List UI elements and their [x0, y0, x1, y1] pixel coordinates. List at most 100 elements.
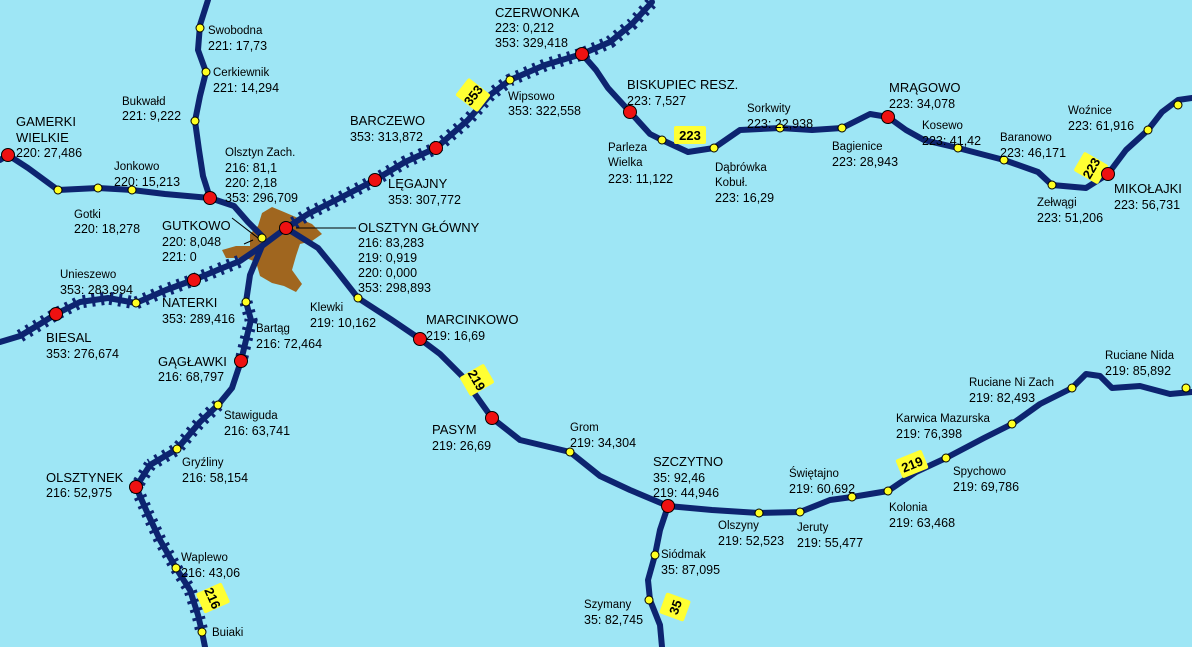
station-name: Spychowo	[953, 466, 1006, 478]
station-name: Unieszewo	[60, 269, 116, 281]
station-km: 219: 44,946	[653, 486, 719, 500]
station-km: 220: 27,486	[16, 146, 82, 160]
station-km: 220: 0,000	[358, 266, 417, 280]
station-name: WIELKIE	[16, 130, 69, 145]
station-marker-buiaki[interactable]	[197, 627, 207, 637]
station-marker-kolonia[interactable]	[883, 486, 893, 496]
station-name: Gryźliny	[182, 457, 224, 469]
station-marker-gryzliny[interactable]	[172, 444, 182, 454]
station-name: Stawiguda	[224, 410, 278, 422]
station-marker-cerkiewnik[interactable]	[201, 67, 211, 77]
station-km: 220: 18,278	[74, 222, 140, 236]
station-marker-jonkowo[interactable]	[93, 183, 103, 193]
station-km: 219: 34,304	[570, 436, 636, 450]
station-marker-ruciane-nida[interactable]	[1181, 383, 1191, 393]
station-km: 223: 7,527	[627, 94, 686, 108]
station-marker-bagienice[interactable]	[837, 123, 847, 133]
station-marker-swobodna[interactable]	[195, 23, 205, 33]
station-km: 223: 56,731	[1114, 198, 1180, 212]
station-marker-olsztynek[interactable]	[129, 480, 143, 494]
station-marker-pasym[interactable]	[485, 411, 499, 425]
station-km: 216: 63,741	[224, 424, 290, 438]
station-km: 219: 55,477	[797, 536, 863, 550]
station-marker-zelwagi[interactable]	[1047, 180, 1057, 190]
station-km: 216: 81,1	[225, 161, 277, 175]
station-name: Kosewo	[922, 120, 963, 132]
station-marker-olsztyn-zach[interactable]	[203, 191, 217, 205]
station-km: 353: 298,893	[358, 281, 431, 295]
leader-lines	[231, 217, 356, 245]
station-km: 221: 14,294	[213, 81, 279, 95]
station-name: Woźnice	[1068, 105, 1112, 117]
station-name: Dąbrówka	[715, 162, 767, 174]
station-marker-dabrowka[interactable]	[709, 143, 719, 153]
station-name: Klewki	[310, 302, 343, 314]
station-km: 220: 8,048	[162, 235, 221, 249]
station-marker-east-edge[interactable]	[1173, 100, 1183, 110]
station-marker-grom[interactable]	[565, 447, 575, 457]
station-marker-parleza[interactable]	[657, 135, 667, 145]
station-marker-gamerki[interactable]	[1, 148, 15, 162]
route-badge-223-a: 223	[674, 126, 706, 144]
station-marker-marcinkowo[interactable]	[413, 332, 427, 346]
station-km: 35: 92,46	[653, 471, 705, 485]
station-marker-unieszewo[interactable]	[131, 298, 141, 308]
station-marker-jonkowo-2[interactable]	[127, 185, 137, 195]
station-marker-biesal[interactable]	[49, 307, 63, 321]
station-marker-bukwald[interactable]	[190, 116, 200, 126]
station-name: Cerkiewnik	[213, 67, 269, 79]
station-name: Wielka	[608, 157, 643, 169]
station-marker-ruciane-zach[interactable]	[1067, 383, 1077, 393]
station-marker-kosewo[interactable]	[953, 143, 963, 153]
station-marker-olszyny[interactable]	[754, 508, 764, 518]
station-name: Parleza	[608, 142, 648, 154]
station-km: 219: 85,892	[1105, 364, 1171, 378]
station-marker-wipsowo[interactable]	[505, 75, 515, 85]
station-km: 219: 60,692	[789, 482, 855, 496]
station-name: Ruciane Nida	[1105, 350, 1175, 362]
station-name: Gotki	[74, 209, 101, 221]
station-name: MIKOŁAJKI	[1114, 181, 1182, 196]
station-name: Karwica Mazurska	[896, 413, 991, 425]
station-marker-waplewo[interactable]	[171, 563, 181, 573]
station-marker-mragowo[interactable]	[881, 110, 895, 124]
station-name: BARCZEWO	[350, 113, 425, 128]
station-marker-biskupiec[interactable]	[623, 105, 637, 119]
station-marker-barczewo[interactable]	[429, 141, 443, 155]
station-km: 223: 28,943	[832, 155, 898, 169]
station-name: OLSZTYNEK	[46, 470, 124, 485]
station-marker-stawiguda[interactable]	[213, 400, 223, 410]
route-badge-216: 216	[196, 582, 230, 614]
station-km: 219: 10,162	[310, 316, 376, 330]
station-marker-legajny[interactable]	[368, 173, 382, 187]
station-marker-sorkwity[interactable]	[775, 123, 785, 133]
station-name: Sorkwity	[747, 103, 791, 115]
station-marker-gotki[interactable]	[53, 185, 63, 195]
station-marker-swietajno[interactable]	[847, 492, 857, 502]
station-marker-jeruty[interactable]	[795, 507, 805, 517]
station-marker-spychowo[interactable]	[941, 453, 951, 463]
station-marker-klewki[interactable]	[353, 293, 363, 303]
station-km: 223: 0,212	[495, 21, 554, 35]
station-marker-woznice[interactable]	[1143, 125, 1153, 135]
station-km: 219: 76,398	[896, 427, 962, 441]
station-marker-gutkowo[interactable]	[257, 233, 267, 243]
station-marker-szczytno[interactable]	[661, 499, 675, 513]
station-marker-szymany[interactable]	[644, 595, 654, 605]
station-name: PASYM	[432, 422, 477, 437]
station-marker-gaglawki[interactable]	[234, 354, 248, 368]
station-marker-naterki[interactable]	[187, 273, 201, 287]
station-marker-baranowo[interactable]	[999, 155, 1009, 165]
station-name: Grom	[570, 422, 599, 434]
station-name: NATERKI	[162, 295, 217, 310]
station-marker-mikolajki[interactable]	[1101, 167, 1115, 181]
station-marker-siodmak[interactable]	[650, 550, 660, 560]
station-marker-olsztyn-glowny[interactable]	[279, 221, 293, 235]
station-marker-karwica[interactable]	[1007, 419, 1017, 429]
station-marker-bartag[interactable]	[241, 297, 251, 307]
station-name: Zełwągi	[1037, 197, 1077, 209]
station-km: 219: 63,468	[889, 516, 955, 530]
station-km: 220: 15,213	[114, 175, 180, 189]
station-marker-czerwonka[interactable]	[575, 47, 589, 61]
route-badge-223-b: 223	[1074, 152, 1108, 184]
